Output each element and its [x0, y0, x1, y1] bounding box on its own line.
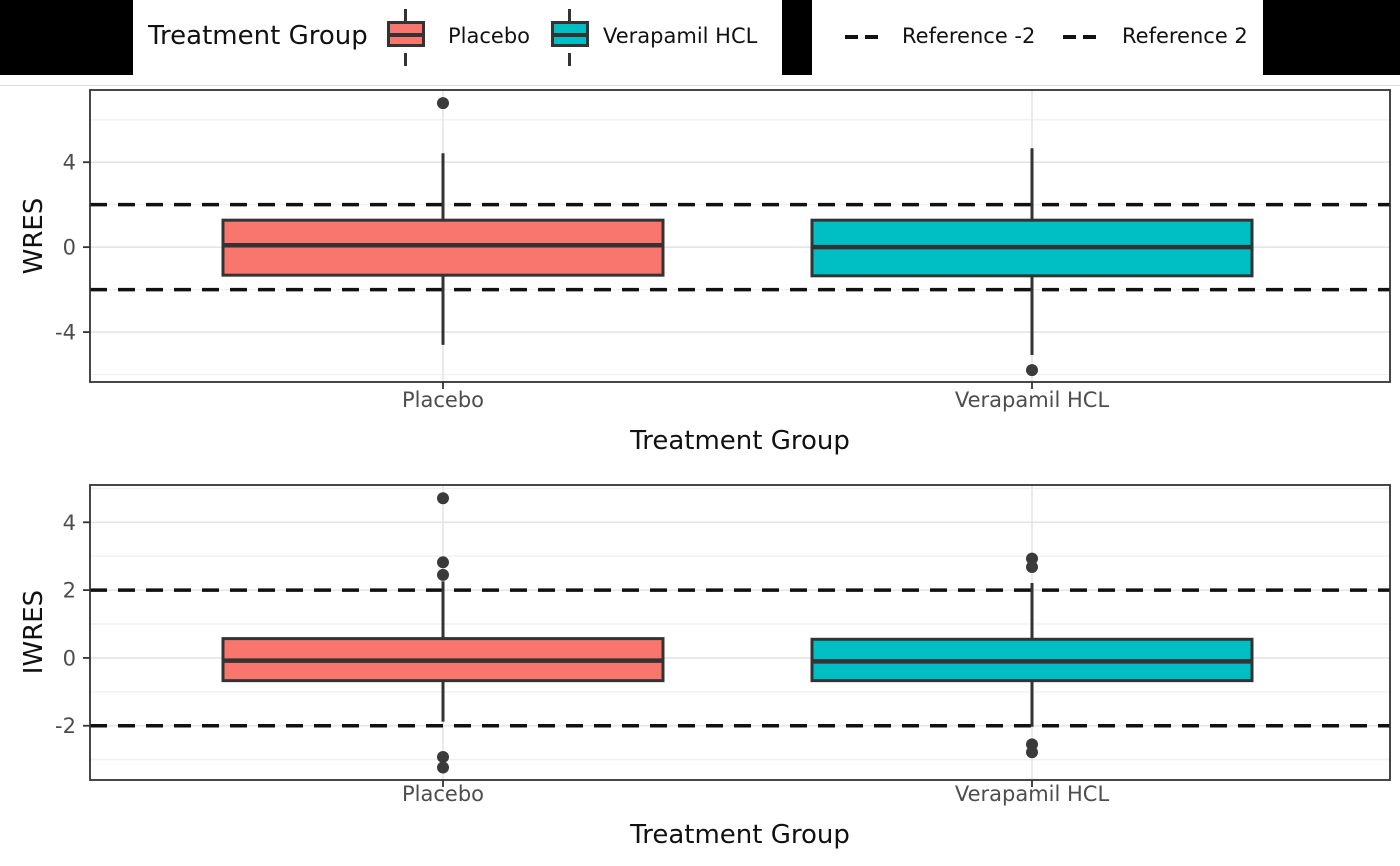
legend-bar: Treatment Group Placebo Verapamil HCL Re…: [0, 0, 1400, 85]
black-redaction-box-left: [0, 0, 133, 75]
outlier-point: [1026, 746, 1038, 759]
dashed-line-icon: [845, 35, 858, 39]
key-median-icon: [554, 33, 586, 37]
dashed-line-icon: [865, 35, 878, 39]
outlier-point: [1026, 364, 1038, 377]
x-axis-title-top: Treatment Group: [629, 426, 850, 456]
legend-label-reference-neg2: Reference -2: [902, 24, 1036, 48]
x-category-label: Verapamil HCL: [955, 388, 1110, 412]
panel-border: [89, 89, 1391, 383]
legend-separator-line: [0, 85, 1400, 86]
key-whisker-icon: [404, 9, 407, 22]
dashed-line-icon: [1083, 35, 1096, 39]
legend-key-boxplot-verapamil: [551, 9, 589, 66]
outlier-point: [437, 556, 449, 569]
key-whisker-icon: [568, 53, 571, 66]
legend-label-placebo: Placebo: [448, 24, 531, 48]
black-redaction-box-middle: [782, 0, 812, 75]
outlier-point: [437, 492, 449, 505]
x-category-label: Verapamil HCL: [955, 782, 1110, 806]
y-tick-label: 4: [63, 151, 76, 175]
legend-label-verapamil: Verapamil HCL: [603, 24, 758, 48]
y-tick-label: 0: [63, 646, 76, 670]
y-axis-title-wres: WRES: [19, 198, 49, 275]
y-tick-label: 2: [63, 579, 76, 603]
box-placebo: [221, 218, 665, 277]
y-axis-title-iwres: IWRES: [19, 590, 49, 674]
outlier-point: [1026, 552, 1038, 565]
y-tick-label: 0: [63, 236, 76, 260]
outlier-point: [437, 750, 449, 763]
key-whisker-icon: [404, 53, 407, 66]
dashed-line-icon: [1063, 35, 1076, 39]
panel-border: [89, 484, 1391, 781]
key-whisker-icon: [568, 9, 571, 22]
x-category-label: Placebo: [402, 782, 484, 806]
outlier-point: [1026, 561, 1038, 574]
legend-label-reference-pos2: Reference 2: [1122, 24, 1248, 48]
outlier-point: [437, 568, 449, 581]
black-redaction-box-right: [1263, 0, 1400, 75]
legend-key-boxplot-placebo: [387, 9, 425, 66]
outlier-point: [437, 97, 449, 110]
legend-title: Treatment Group: [148, 21, 368, 51]
x-axis-title-bottom: Treatment Group: [629, 820, 850, 850]
outlier-point: [437, 761, 449, 774]
key-median-icon: [390, 33, 422, 37]
x-category-label: Placebo: [402, 388, 484, 412]
y-tick-label: 4: [63, 511, 76, 535]
y-tick-label: -2: [55, 714, 76, 738]
y-tick-label: -4: [55, 321, 76, 345]
